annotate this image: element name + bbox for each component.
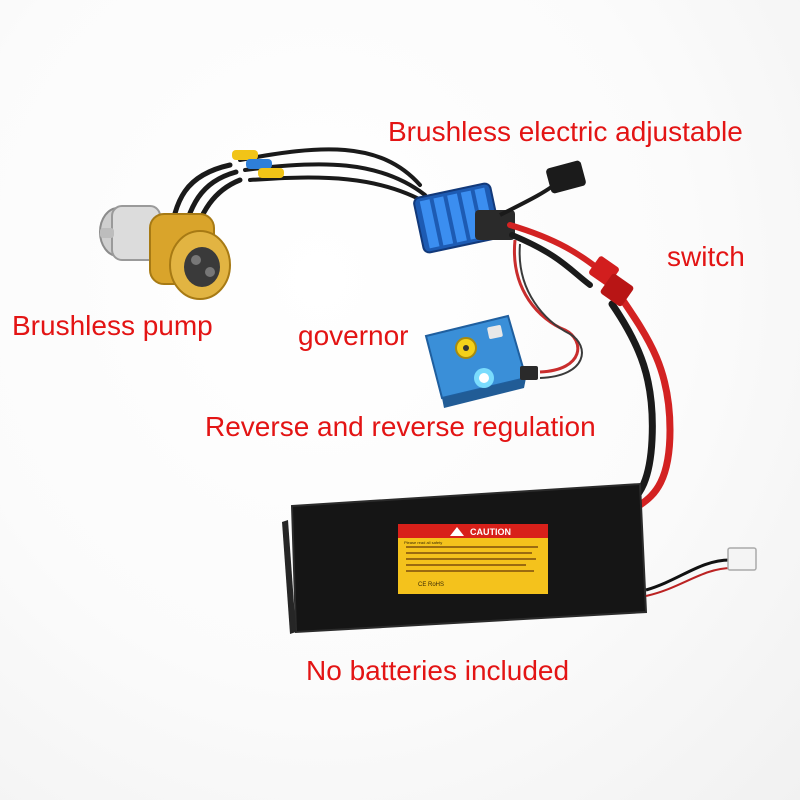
label-no-batteries: No batteries included xyxy=(306,655,570,686)
t-connector xyxy=(589,256,634,307)
governor-module xyxy=(424,314,538,408)
bullet-connectors xyxy=(232,150,284,178)
governor-signal-wire xyxy=(512,239,580,374)
label-switch: switch xyxy=(667,241,745,272)
receiver-lead xyxy=(499,160,586,217)
battery-pack xyxy=(282,482,648,634)
label-reverse-regulation: Reverse and reverse regulation xyxy=(205,411,596,442)
label-governor: governor xyxy=(298,320,409,351)
esc-unit xyxy=(413,182,515,254)
caution-title: CAUTION xyxy=(470,527,511,537)
balance-lead xyxy=(645,547,757,597)
caution-warning-text: Please read all safety xyxy=(404,540,442,545)
label-brushless-pump: Brushless pump xyxy=(12,310,213,341)
label-brushless-esc: Brushless electric adjustable xyxy=(388,116,743,147)
certification-marks: CE RoHS xyxy=(418,582,444,588)
brushless-pump xyxy=(99,205,231,300)
power-leads xyxy=(507,222,674,509)
